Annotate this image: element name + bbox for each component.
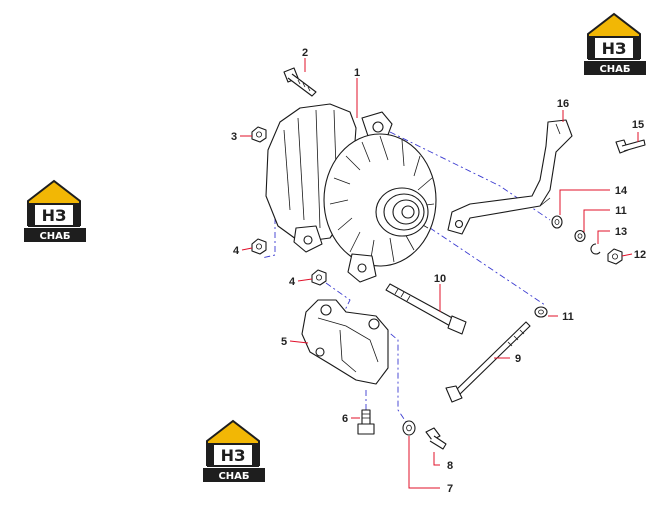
callout-10: 10 [434, 273, 446, 285]
logo-mark: НЗ [602, 39, 627, 58]
brand-logo-left: НЗ СНАБ [24, 179, 86, 242]
washer-11-upper [574, 229, 586, 243]
nut-3 [251, 126, 267, 143]
callout-8: 8 [447, 460, 453, 472]
bolt-6 [357, 409, 375, 435]
washer-11-lower [534, 306, 548, 318]
alternator [265, 103, 437, 283]
callout-9: 9 [515, 353, 521, 365]
bracket-5 [301, 299, 389, 385]
bolt-9 [445, 321, 531, 403]
callout-1: 1 [354, 67, 360, 79]
leader-lines [240, 58, 639, 489]
callout-11-upper: 11 [615, 205, 627, 217]
logo-word: СНАБ [39, 231, 70, 242]
logo-mark: НЗ [42, 206, 67, 225]
logo-word: СНАБ [599, 64, 630, 75]
spring-washer-13 [590, 243, 601, 255]
washer-14 [551, 215, 563, 229]
callout-4-lower: 4 [289, 276, 296, 288]
bolt-8 [425, 427, 447, 450]
callout-3: 3 [231, 131, 237, 143]
callout-13: 13 [615, 226, 627, 238]
callout-6: 6 [342, 413, 348, 425]
callout-15: 15 [632, 119, 644, 131]
callout-14: 14 [615, 185, 628, 197]
assembly-lines [261, 131, 551, 426]
logo-mark: НЗ [221, 446, 246, 465]
callout-11-lower: 11 [562, 311, 574, 323]
bolt-15 [615, 139, 646, 154]
callout-16: 16 [557, 98, 569, 110]
callout-7: 7 [447, 483, 453, 495]
brand-logo-top-right: НЗ СНАБ [584, 12, 646, 75]
washer-7 [402, 420, 416, 436]
bolt-10 [385, 283, 467, 335]
nut-4-lower [311, 269, 327, 286]
callout-12: 12 [634, 249, 646, 261]
callout-4-upper: 4 [233, 245, 240, 257]
bolt-2 [283, 67, 317, 97]
callout-5: 5 [281, 336, 287, 348]
callout-labels: 1 2 3 4 4 5 6 7 8 9 10 11 11 12 13 14 15… [231, 47, 646, 495]
nut-4-upper [251, 238, 267, 255]
bracket-16 [447, 119, 573, 235]
brand-logo-bottom: НЗ СНАБ [203, 419, 265, 482]
nut-12 [607, 248, 623, 265]
logo-word: СНАБ [218, 471, 249, 482]
callout-2: 2 [302, 47, 308, 59]
